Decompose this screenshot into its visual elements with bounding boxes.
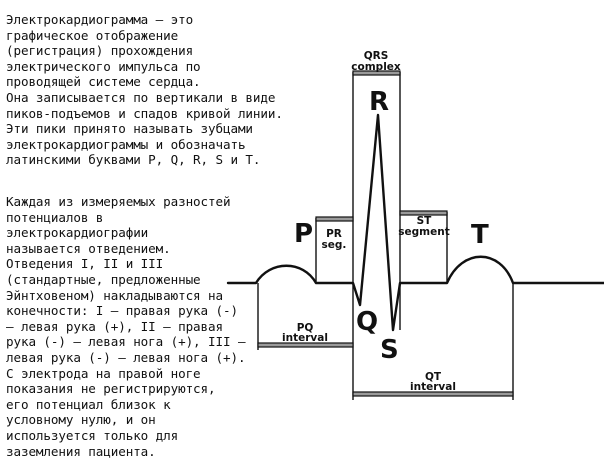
- wave-label-s: S: [380, 335, 399, 365]
- intro-text: Электрокардиограмма – это графическое от…: [6, 12, 283, 168]
- leads-text: Каждая из измеряемых разностей потенциал…: [6, 194, 246, 459]
- qrs-label-line2: complex: [351, 61, 401, 73]
- wave-label-t: T: [471, 220, 489, 250]
- pr-label-line2: seg.: [322, 239, 347, 251]
- qrs-complex-bar: [352, 70, 401, 76]
- qt-label-line2: interval: [410, 381, 456, 393]
- qrs-label-line1: QRS: [364, 50, 389, 62]
- st-segment-bar: [399, 210, 448, 216]
- pr-segment-bar: [315, 216, 354, 222]
- wave-label-p: P: [294, 219, 313, 249]
- wave-label-r: R: [369, 87, 389, 117]
- pq-interval-bar: [257, 342, 354, 348]
- st-label-line1: ST: [417, 215, 433, 227]
- pq-label-line2: interval: [282, 332, 328, 344]
- pq-label-line1: PQ: [297, 322, 314, 334]
- qt-interval-bar: [352, 391, 514, 397]
- wave-label-q: Q: [356, 307, 378, 337]
- st-label-line2: segment: [398, 226, 449, 238]
- ecg-waveform: [226, 113, 604, 332]
- pr-label-line1: PR: [326, 228, 342, 240]
- qt-label-line1: QT: [425, 371, 442, 383]
